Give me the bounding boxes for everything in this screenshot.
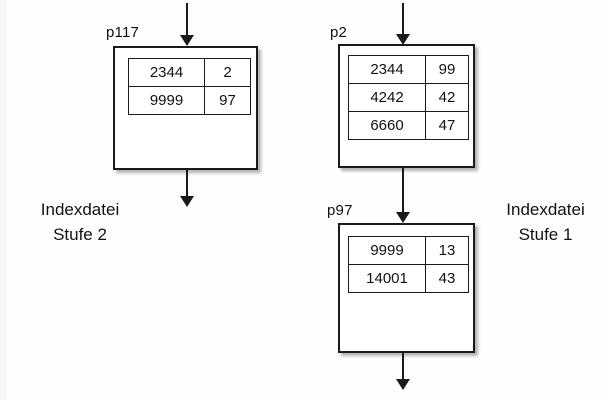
entry-key: 14001: [348, 264, 426, 293]
entry-key: 2344: [128, 58, 205, 87]
table-row[interactable]: 9999 97: [128, 86, 251, 115]
arrow-shaft: [186, 3, 188, 35]
table-row[interactable]: 2344 2: [128, 58, 251, 87]
entry-table-p117: 2344 2 9999 97: [128, 58, 251, 115]
arrow-head: [180, 196, 194, 207]
entry-pointer: 99: [425, 55, 469, 84]
entry-key: 4242: [348, 83, 426, 112]
caption-left-line2: Stufe 2: [53, 225, 107, 244]
arrow-shaft: [402, 3, 404, 34]
page-edge-strip: [0, 0, 6, 400]
table-row[interactable]: 14001 43: [348, 264, 469, 293]
arrow-out-of-p97: [395, 353, 411, 390]
arrow-head: [180, 35, 194, 46]
arrow-into-p117: [179, 3, 195, 46]
caption-left-line1: Indexdatei: [40, 200, 120, 219]
table-row[interactable]: 4242 42: [348, 83, 469, 112]
entry-table-p97: 9999 13 14001 43: [348, 236, 469, 293]
entry-key: 6660: [348, 111, 426, 140]
caption-right-line2: Stufe 1: [518, 225, 573, 244]
entry-table-p2: 2344 99 4242 42 6660 47: [348, 55, 469, 140]
entry-pointer: 2: [204, 58, 251, 87]
entry-pointer: 97: [204, 86, 251, 115]
arrow-head: [396, 34, 410, 45]
caption-left: Indexdatei Stufe 2: [10, 197, 150, 247]
arrow-head: [396, 379, 410, 390]
page-label-p97: p97: [327, 202, 353, 219]
entry-pointer: 43: [425, 264, 469, 293]
arrow-shaft: [402, 353, 404, 379]
arrow-head: [396, 212, 410, 223]
entry-key: 9999: [348, 236, 426, 265]
entry-pointer: 47: [425, 111, 469, 140]
entry-pointer: 42: [425, 83, 469, 112]
arrow-shaft: [186, 170, 188, 196]
arrow-into-p2: [395, 3, 411, 45]
table-row[interactable]: 2344 99: [348, 55, 469, 84]
table-row[interactable]: 6660 47: [348, 111, 469, 140]
table-row[interactable]: 9999 13: [348, 236, 469, 265]
arrow-out-of-p117: [179, 170, 195, 207]
entry-key: 9999: [128, 86, 205, 115]
page-label-p117: p117: [106, 24, 140, 41]
page-label-p2: p2: [330, 24, 348, 41]
caption-right: Indexdatei Stufe 1: [488, 197, 603, 247]
entry-key: 2344: [348, 55, 426, 84]
entry-pointer: 13: [425, 236, 469, 265]
arrow-shaft: [402, 168, 404, 212]
arrow-p2-to-p97: [395, 168, 411, 223]
caption-right-line1: Indexdatei: [506, 200, 585, 219]
